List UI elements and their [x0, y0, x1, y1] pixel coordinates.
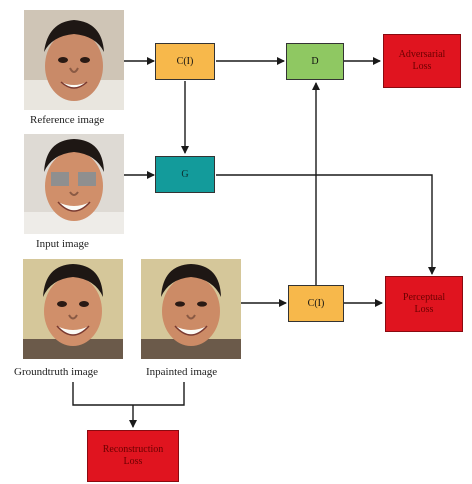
input-image — [24, 134, 124, 234]
adversarial-loss-node: Adversarial Loss — [383, 34, 461, 88]
adversarial-loss-line1: Adversarial — [398, 49, 446, 60]
groundtruth-image-caption: Groundtruth image — [14, 366, 99, 378]
arrow-gt-bracket — [72, 382, 185, 406]
groundtruth-image — [23, 259, 123, 359]
generator-node: G — [155, 156, 215, 193]
reconstruction-loss-line1: Reconstruction — [102, 444, 164, 455]
reconstruction-loss-node: Reconstruction Loss — [87, 430, 179, 482]
perceptual-loss-line2: Loss — [414, 304, 434, 315]
generator-label: G — [181, 168, 189, 180]
inpainted-image — [141, 259, 241, 359]
feature-extractor-top: C(I) — [155, 43, 215, 80]
feature-extractor-bottom-label: C(I) — [307, 297, 325, 309]
groundtruth-face-illustration — [23, 259, 123, 359]
input-image-caption: Input image — [36, 238, 89, 250]
arrow-g-to-perceptual — [216, 174, 436, 275]
discriminator-node: D — [286, 43, 344, 80]
reference-face-illustration — [24, 10, 124, 110]
reconstruction-loss-line2: Loss — [123, 456, 143, 467]
perceptual-loss-line1: Perceptual — [402, 292, 446, 303]
reference-image-caption: Reference image — [30, 114, 105, 126]
inpainted-image-caption: Inpainted image — [146, 366, 218, 378]
reference-image — [24, 10, 124, 110]
feature-extractor-top-label: C(I) — [176, 55, 194, 67]
feature-extractor-bottom: C(I) — [288, 285, 344, 322]
input-face-illustration — [24, 134, 124, 234]
adversarial-loss-line2: Loss — [412, 61, 432, 72]
inpainted-face-illustration — [141, 259, 241, 359]
discriminator-label: D — [311, 55, 319, 67]
perceptual-loss-node: Perceptual Loss — [385, 276, 463, 332]
